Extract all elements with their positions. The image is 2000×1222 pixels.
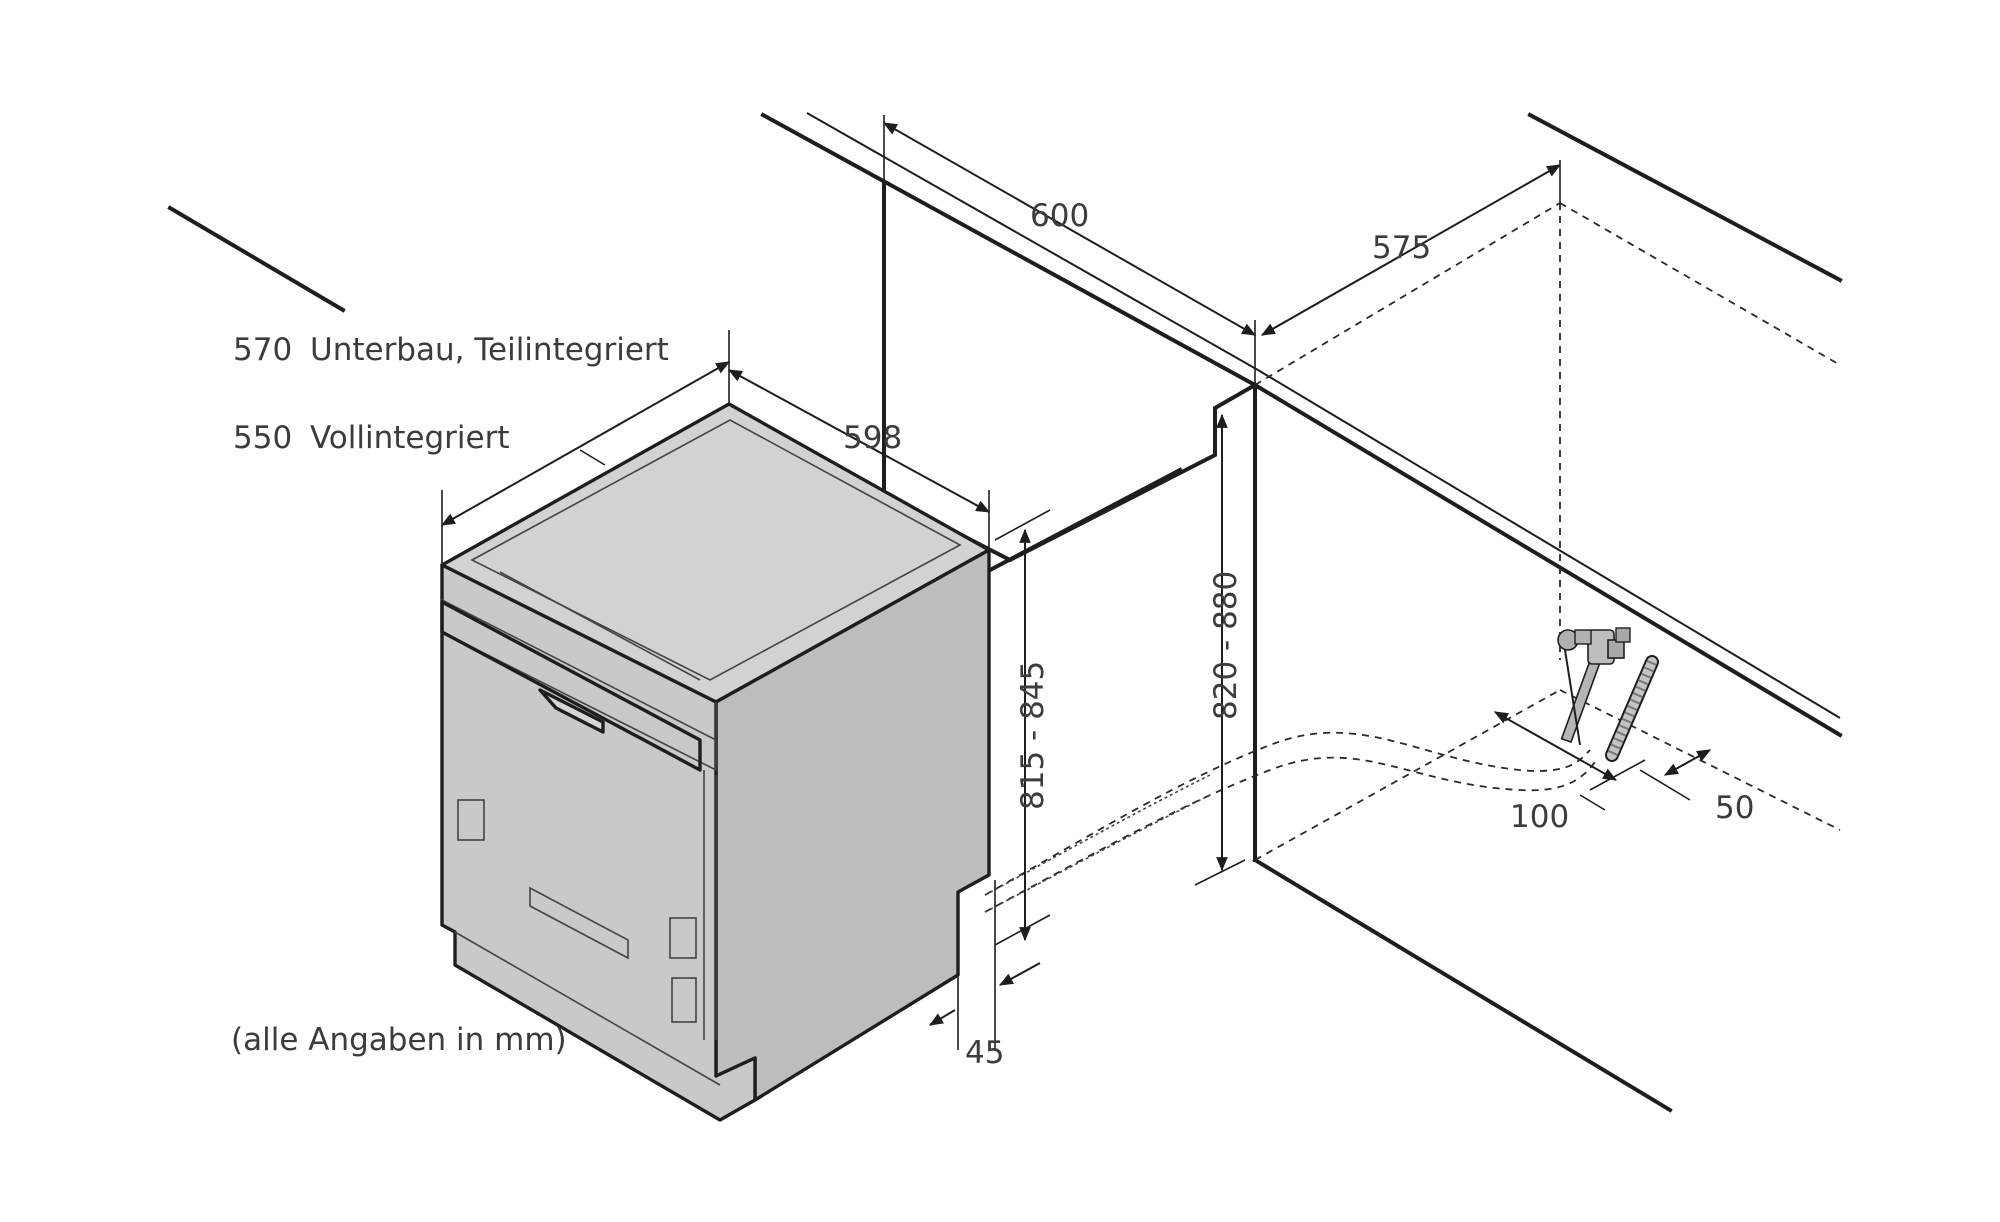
supply-hoses <box>984 731 1596 913</box>
cabinet-outline <box>167 112 1843 1113</box>
dishwasher-appliance <box>440 402 991 1122</box>
dim-niche-height: 820 - 880 <box>1208 571 1244 720</box>
dim-appliance-width: 598 <box>843 420 902 456</box>
dimension-lines <box>440 115 1712 1050</box>
depth-full-label: Vollintegriert <box>310 420 510 456</box>
dim-connection-offset: 50 <box>1715 790 1754 826</box>
depth-under-value: 570 <box>233 332 292 368</box>
niche-dashed-outline <box>1254 202 1841 861</box>
depth-under-label: Unterbau, Teilintegriert <box>310 332 669 368</box>
dim-plinth: 45 <box>965 1035 1004 1071</box>
connection-fittings <box>1557 627 1659 762</box>
depth-full-value: 550 <box>233 420 292 456</box>
dim-connection-width: 100 <box>1510 799 1569 835</box>
hose-icon <box>1605 655 1659 762</box>
dim-niche-depth: 575 <box>1372 230 1431 266</box>
units-note: (alle Angaben in mm) <box>231 1022 567 1058</box>
dim-niche-width: 600 <box>1030 198 1089 234</box>
dim-appliance-height: 815 - 845 <box>1015 661 1051 810</box>
